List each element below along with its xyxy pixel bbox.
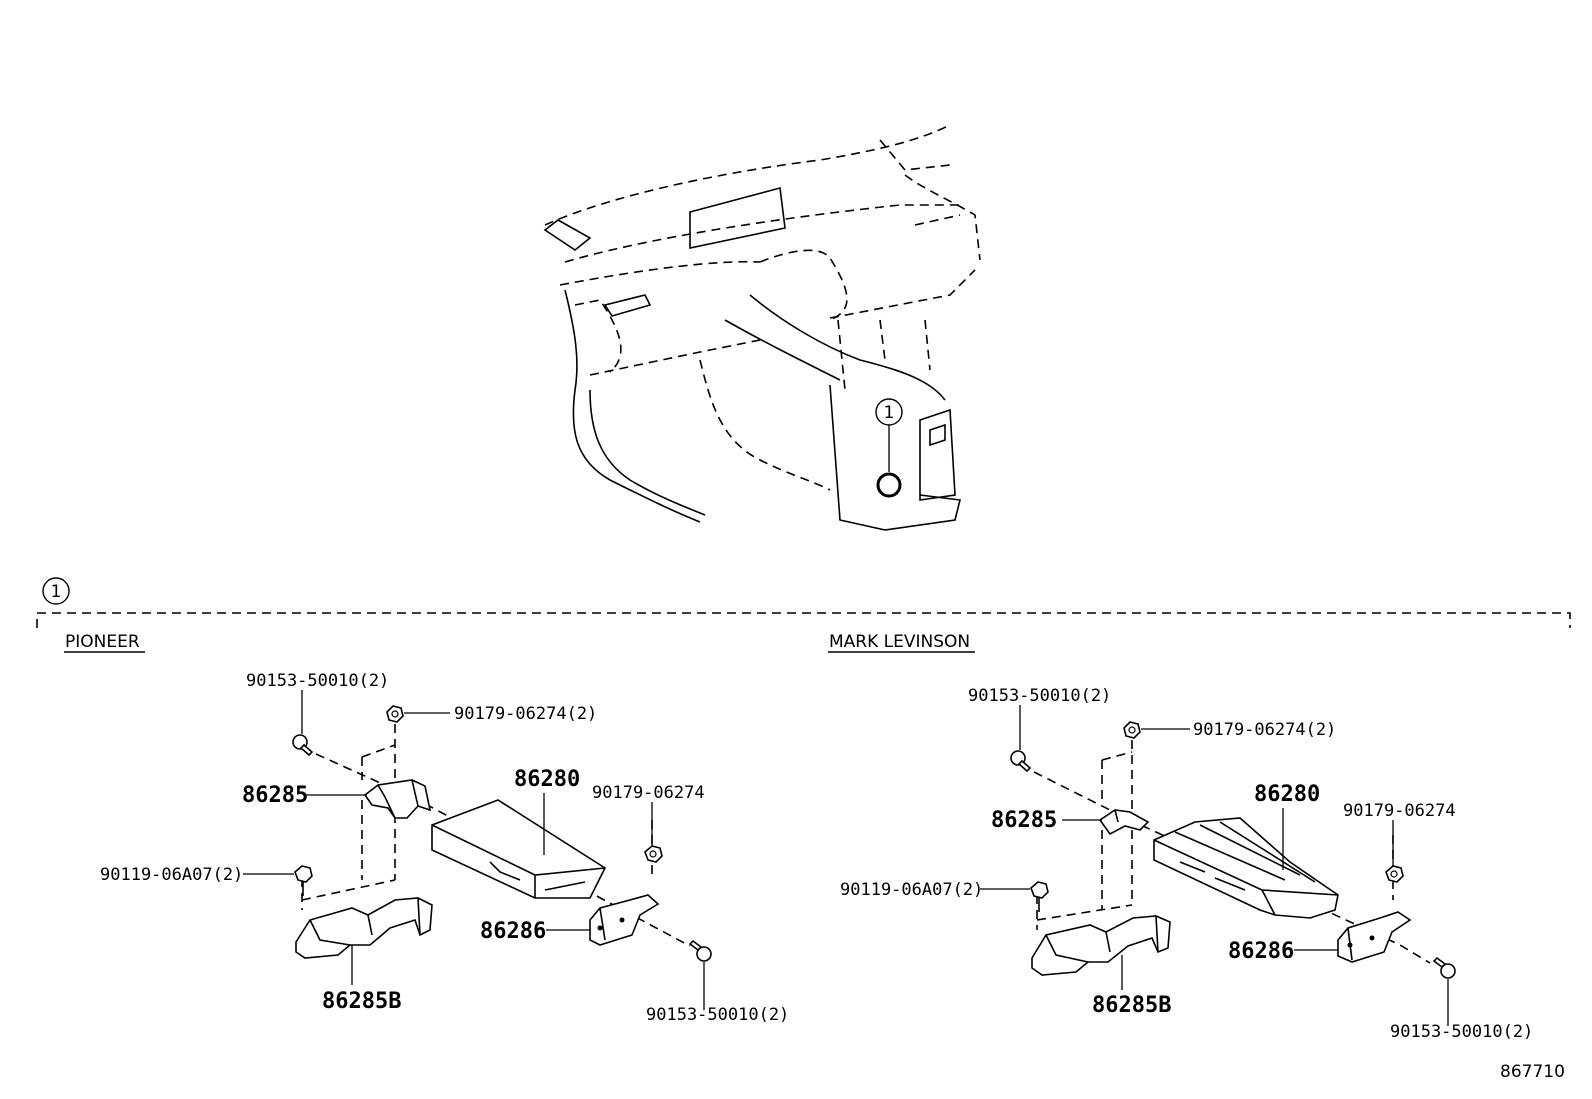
pioneer-label-screw-top: 90153-50010(2): [246, 671, 389, 691]
pioneer-assembly: PIONEER 90153-50010(2) 90179-06274(2): [64, 632, 789, 1025]
mark-levinson-bolt-left-part: [1030, 881, 1049, 912]
mark-levinson-label-nut-top: 90179-06274(2): [1193, 720, 1336, 740]
mark-levinson-screw-bottom-part: [1432, 956, 1456, 979]
section-1-header: 1: [36, 577, 1571, 628]
mark-levinson-label-bracket-right: 86286: [1228, 939, 1294, 964]
mark-levinson-label-bolt-left: 90119-06A07(2): [840, 880, 983, 900]
mark-levinson-label-bracket-left: 86285: [991, 808, 1057, 833]
section-1-callout-number: 1: [51, 582, 62, 602]
mark-levinson-nut-top-part: [1123, 721, 1141, 739]
pioneer-label-bolt-left: 90119-06A07(2): [100, 865, 243, 885]
pioneer-label-bracket-left: 86285: [242, 783, 308, 808]
mark-levinson-label-screw-bottom: 90153-50010(2): [1390, 1022, 1533, 1042]
mark-levinson-label-amplifier: 86280: [1254, 782, 1320, 807]
pioneer-label-nut-top: 90179-06274(2): [454, 704, 597, 724]
mark-levinson-assembly: MARK LEVINSON 90153-50010(2) 90179-06274…: [828, 632, 1533, 1042]
pioneer-nut-top-part: [386, 705, 404, 723]
pioneer-label-bracket-right: 86286: [480, 919, 546, 944]
pioneer-screw-top-part: [292, 734, 314, 757]
mark-levinson-bracket-86286-part: [1337, 911, 1412, 963]
pioneer-bracket-86285-part: [363, 779, 432, 819]
pioneer-title: PIONEER: [65, 632, 140, 652]
mark-levinson-label-bracket-bottom: 86285B: [1092, 993, 1171, 1018]
pioneer-bracket-86285B-part: [295, 897, 433, 959]
mark-levinson-bracket-86285-part: [1098, 809, 1150, 836]
pioneer-label-nut-right: 90179-06274: [592, 783, 705, 803]
diagram-code: 867710: [1500, 1062, 1565, 1082]
callout-1-number: 1: [884, 403, 895, 423]
mark-levinson-screw-top-part: [1010, 750, 1032, 773]
callout-1-marker: 1: [875, 398, 903, 498]
pioneer-nut-right-part: [644, 845, 663, 863]
pioneer-bracket-86286-part: [589, 894, 660, 946]
mark-levinson-amplifier-86280-part: [1153, 817, 1339, 919]
mark-levinson-bracket-86285B-part: [1031, 915, 1171, 976]
mark-levinson-label-screw-top: 90153-50010(2): [968, 686, 1111, 706]
pioneer-label-amplifier: 86280: [514, 767, 580, 792]
pioneer-bolt-left-part: [294, 865, 313, 896]
dashboard-overview-illustration: 1: [543, 124, 981, 531]
mark-levinson-label-nut-right: 90179-06274: [1343, 801, 1456, 821]
pioneer-label-bracket-bottom: 86285B: [322, 989, 401, 1014]
pioneer-screw-bottom-part: [688, 939, 712, 962]
mark-levinson-title: MARK LEVINSON: [829, 632, 970, 652]
pioneer-label-screw-bottom: 90153-50010(2): [646, 1005, 789, 1025]
mark-levinson-nut-right-part: [1385, 865, 1404, 883]
pioneer-amplifier-86280-part: [431, 799, 607, 899]
